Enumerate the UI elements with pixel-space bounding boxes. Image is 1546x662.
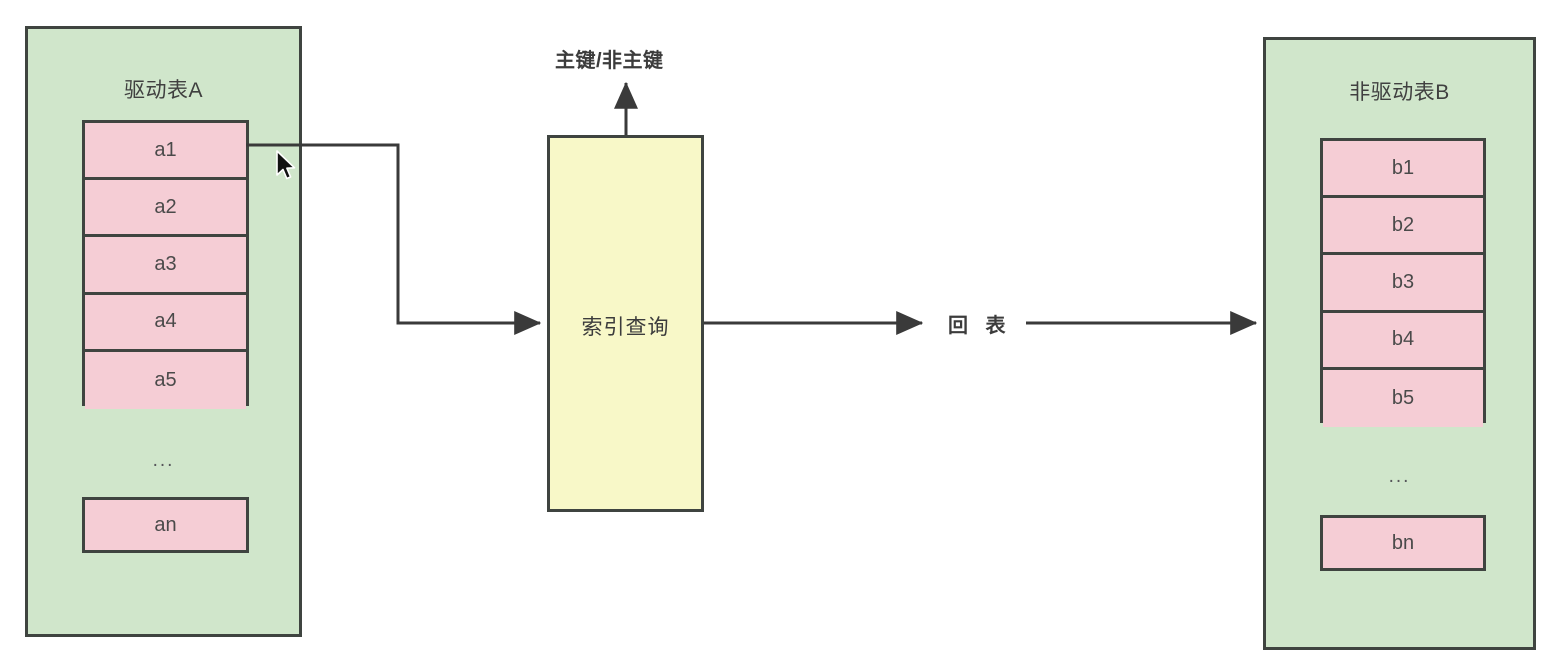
primary-key-output-label: 主键/非主键: [555, 50, 664, 72]
table-row[interactable]: a5: [85, 351, 246, 409]
driven-table-container: 非驱动表B b1 b2 b3 b4 b5 ... bn: [1263, 37, 1536, 650]
table-row[interactable]: b2: [1323, 198, 1483, 256]
mouse-pointer-icon: [276, 150, 296, 180]
driven-table-title: 非驱动表B: [1349, 81, 1450, 104]
index-query-label: 索引查询: [581, 316, 670, 339]
driving-table-title: 驱动表A: [123, 79, 203, 102]
driven-table-row-stack: b1 b2 b3 b4 b5: [1320, 138, 1486, 427]
table-row-last[interactable]: bn: [1320, 515, 1486, 571]
table-row-last[interactable]: an: [82, 497, 249, 553]
back-to-table-label: 回 表: [948, 315, 1012, 337]
table-row[interactable]: b5: [1323, 369, 1483, 427]
table-row[interactable]: a1: [85, 123, 246, 181]
table-row[interactable]: a2: [85, 180, 246, 238]
table-row[interactable]: a4: [85, 294, 246, 352]
table-row[interactable]: b4: [1323, 312, 1483, 370]
index-query-node[interactable]: 索引查询: [547, 135, 704, 512]
driven-table-ellipsis: ...: [1388, 466, 1411, 487]
table-row[interactable]: b1: [1323, 141, 1483, 199]
driving-table-container: 驱动表A a1 a2 a3 a4 a5 ... an: [25, 26, 302, 637]
table-row[interactable]: b3: [1323, 255, 1483, 313]
driving-table-row-stack: a1 a2 a3 a4 a5: [82, 120, 249, 409]
table-row[interactable]: a3: [85, 237, 246, 295]
driving-table-ellipsis: ...: [152, 450, 175, 471]
